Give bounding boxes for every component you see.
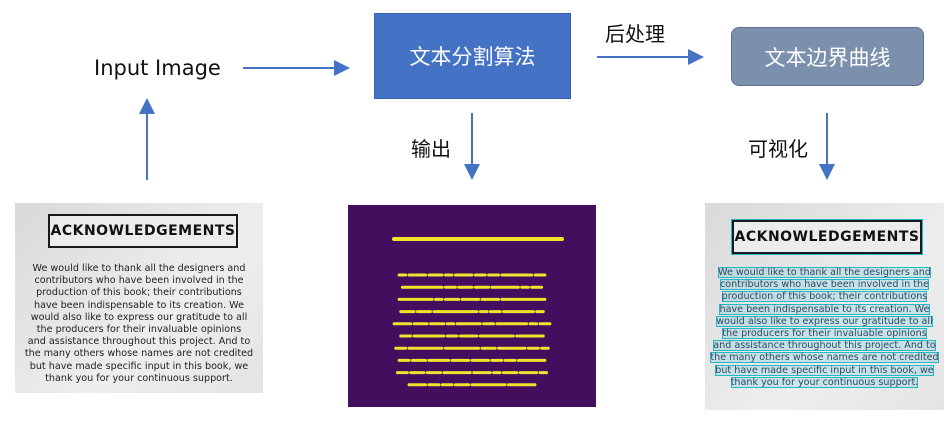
boundary-line: and assistance throughout this project. … (705, 340, 944, 352)
document-title-boundary: ACKNOWLEDGEMENTS (731, 219, 923, 255)
document-line: and assistance throughout this project. … (27, 336, 251, 348)
boundary-line-text: contributors who have been involved in t… (719, 279, 930, 291)
boundary-line: have been indispensable to its creation.… (705, 303, 944, 316)
document-body-boundary: We would like to thank all the designers… (705, 267, 944, 389)
boundary-line-text: the producers for their invaluable opini… (722, 328, 927, 340)
document-line: thank you for your continuous support. (45, 372, 233, 384)
boundary-line: contributors who have been involved in t… (705, 279, 944, 291)
document-line: would also like to express our gratitude… (30, 311, 248, 323)
document-line: the producers for their invaluable opini… (36, 324, 242, 336)
text-boundary-curve-box: 文本边界曲线 (731, 27, 924, 86)
boundary-line-text: would also like to express our gratitude… (716, 315, 933, 327)
document-body: We would like to thank all the designers… (17, 263, 261, 385)
boundary-line-text: We would like to thank all the designers… (718, 267, 931, 278)
document-line: contributors who have been involved in t… (34, 275, 244, 287)
visualized-document-image: ACKNOWLEDGEMENTS We would like to thank … (705, 203, 944, 410)
document-line: We would like to thank all the designers… (32, 263, 246, 274)
document-title: ACKNOWLEDGEMENTS (48, 214, 238, 248)
post-processing-label: 后处理 (605, 22, 665, 46)
boundary-line-text: production of this book; their contribut… (721, 291, 928, 303)
boundary-line: the many others whose names are not cred… (705, 352, 944, 364)
boundary-line-text: have been indispensable to its creation.… (719, 303, 930, 315)
document-line: have been indispensable to its creation.… (33, 299, 245, 311)
document-line: production of this book; their contribut… (36, 287, 242, 299)
boundary-line-text: and assistance throughout this project. … (713, 340, 936, 352)
boundary-line: would also like to express our gratitude… (705, 315, 944, 328)
boundary-line: thank you for your continuous support. (705, 376, 944, 389)
boundary-line: but have made specific input in this boo… (705, 364, 944, 377)
visualize-label: 可视化 (748, 137, 808, 161)
output-label: 输出 (411, 137, 451, 161)
segmentation-map (348, 205, 596, 407)
input-document-image: ACKNOWLEDGEMENTS We would like to thank … (15, 203, 263, 393)
boundary-line-text: but have made specific input in this boo… (715, 364, 934, 376)
boundary-line: production of this book; their contribut… (705, 291, 944, 303)
segmentation-map-svg (392, 237, 564, 387)
text-segmentation-box: 文本分割算法 (374, 13, 571, 99)
boundary-line: We would like to thank all the designers… (705, 267, 944, 279)
boundary-line: the producers for their invaluable opini… (705, 328, 944, 340)
input-image-label: Input Image (94, 56, 221, 80)
document-line: but have made specific input in this boo… (29, 360, 249, 372)
document-line: the many others whose names are not cred… (24, 348, 254, 360)
boundary-line-text: the many others whose names are not cred… (710, 352, 939, 364)
boundary-line-text: thank you for your continuous support. (730, 376, 919, 388)
